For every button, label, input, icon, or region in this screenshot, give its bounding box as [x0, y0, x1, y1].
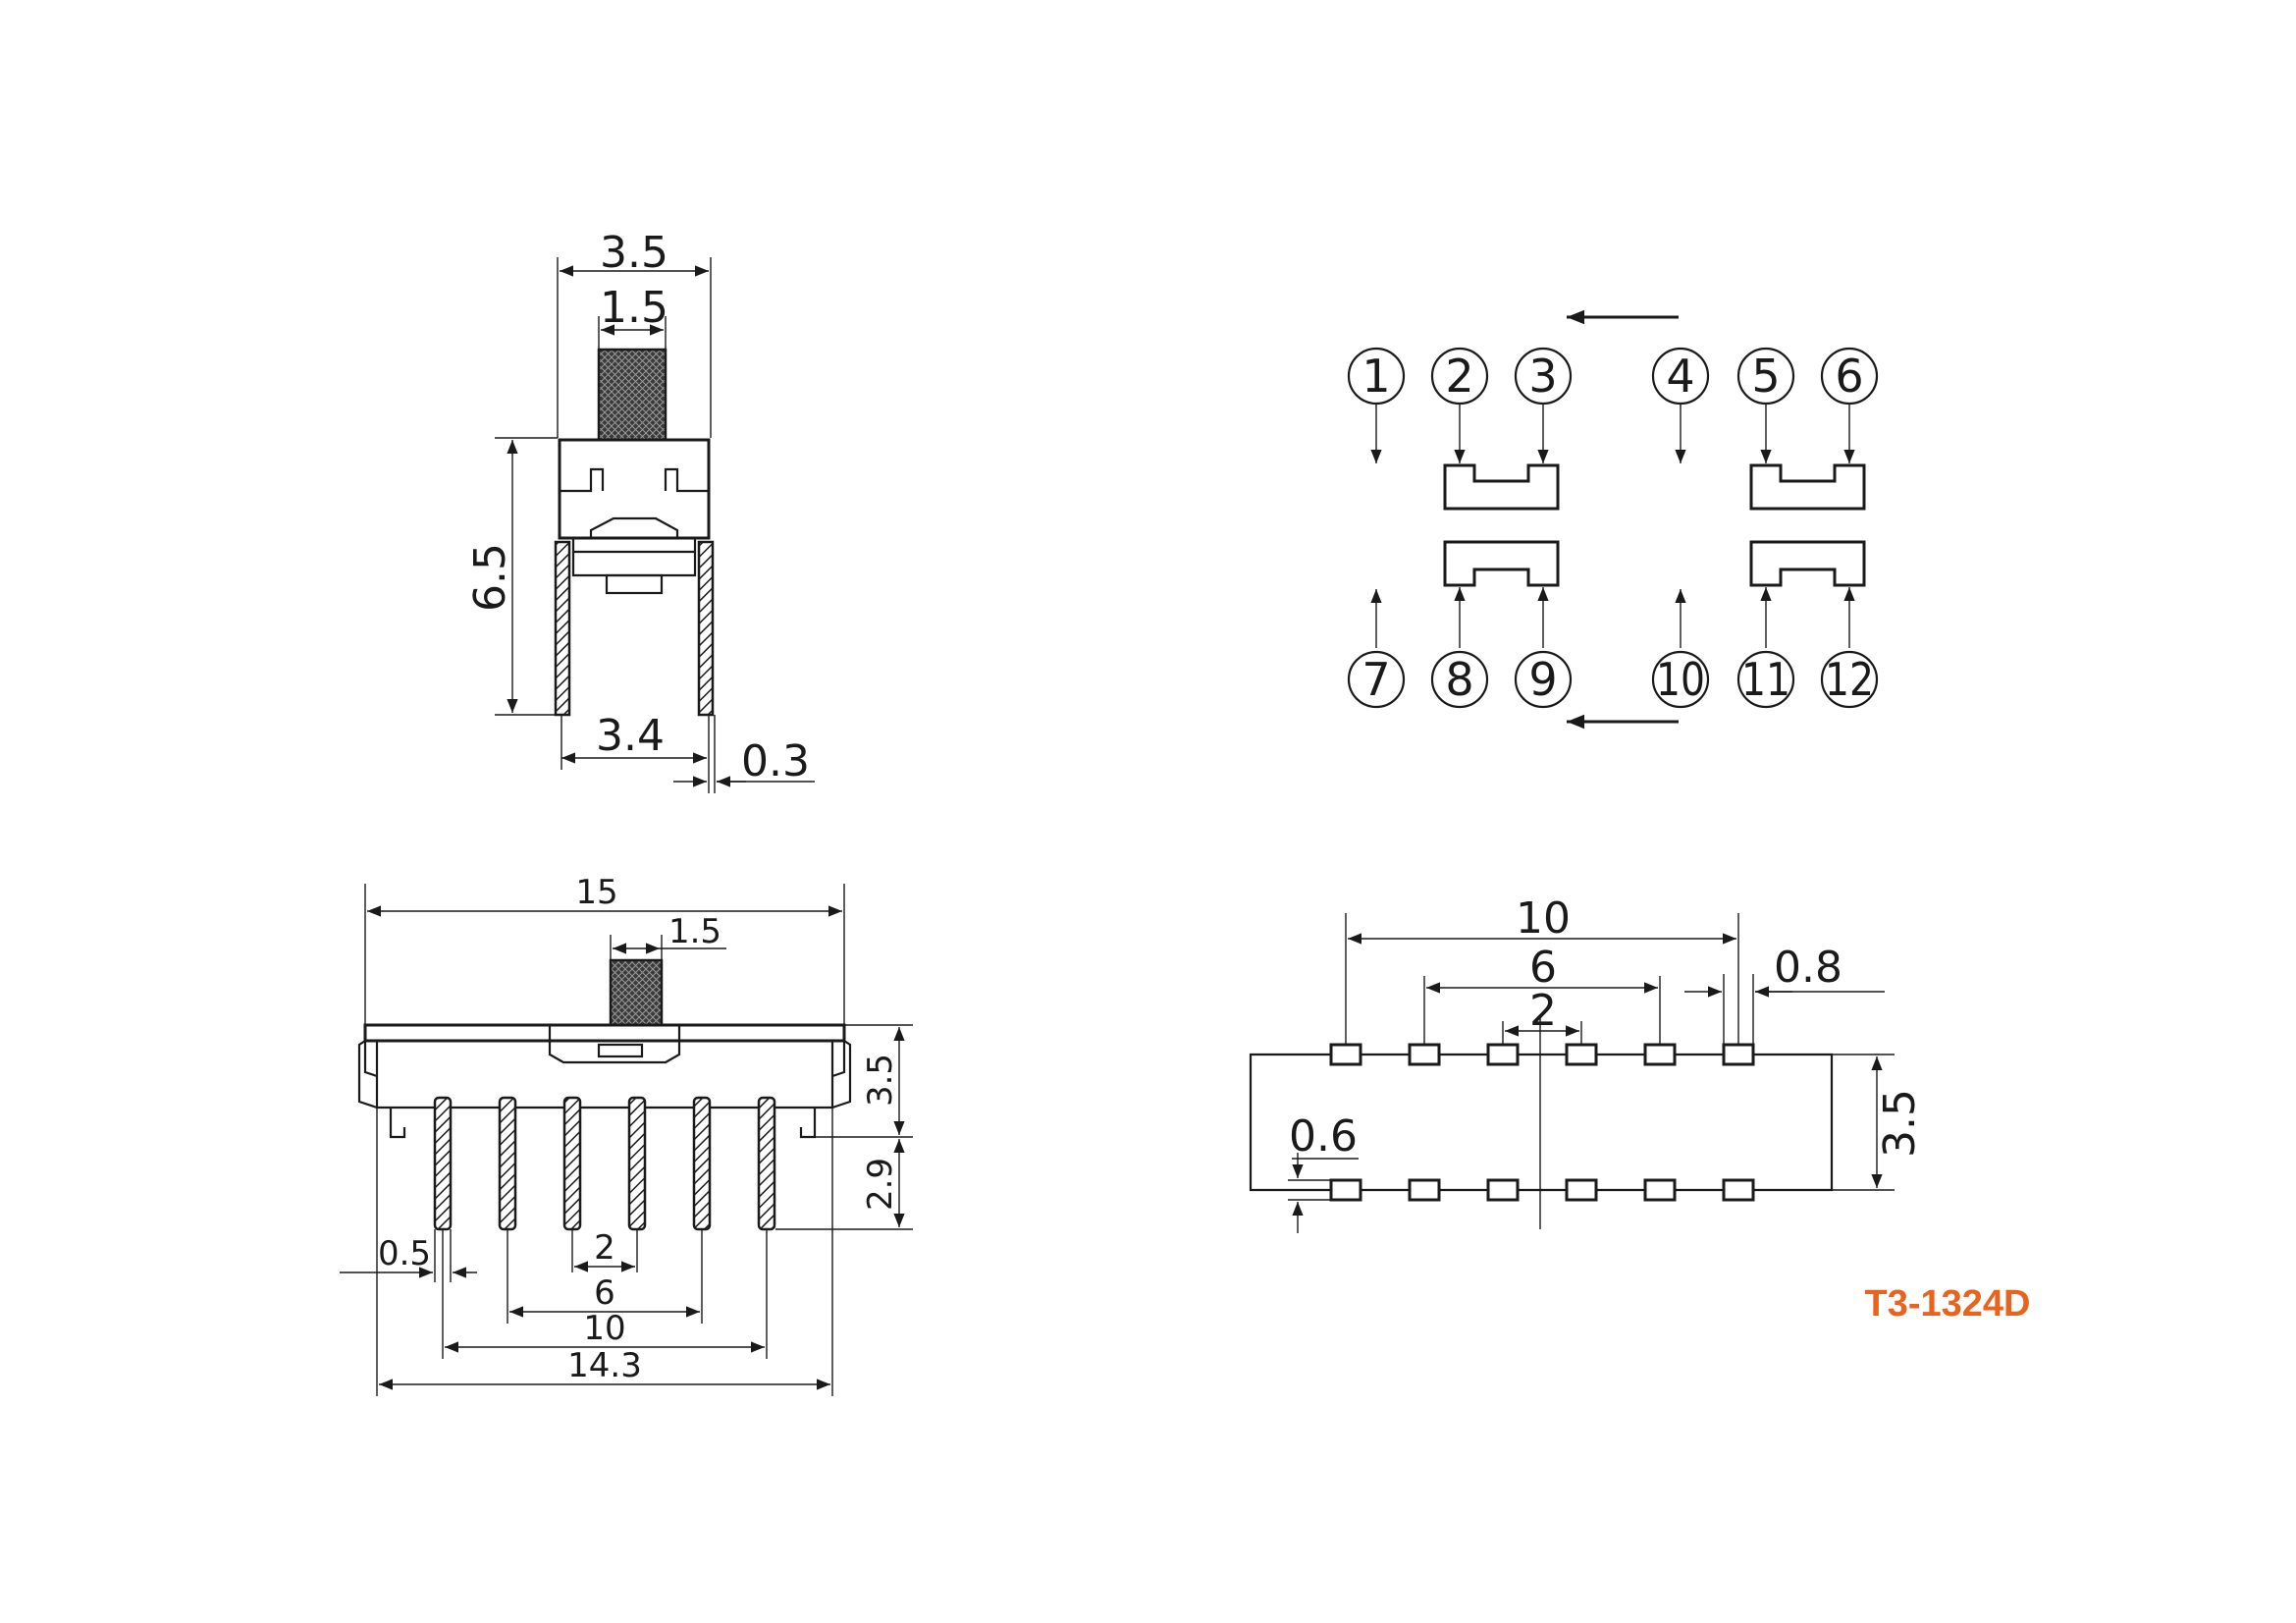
pin-circle-1 [1347, 347, 1406, 406]
front-pin-3 [562, 1096, 582, 1231]
dim-fp-pitch: 2 [1529, 986, 1557, 1036]
pad-top-4 [1565, 1043, 1598, 1066]
contact-bottom-a [1443, 540, 1560, 587]
pad-bottom-5 [1643, 1178, 1677, 1202]
pad-top-2 [1408, 1043, 1441, 1066]
pin-circle-10 [1651, 650, 1710, 709]
pin-label-10: 10 [1656, 653, 1705, 706]
pad-bottom-1 [1329, 1178, 1362, 1202]
pin-circle-7 [1347, 650, 1406, 709]
front-housing-top [363, 1023, 846, 1043]
pin-diagram: 1 2 3 4 5 6 7 8 9 10 11 [1347, 309, 1879, 730]
pin-circle-11 [1736, 650, 1795, 709]
dim-side-width: 3.5 [600, 228, 668, 278]
pin-label-3: 3 [1528, 350, 1557, 403]
dim-front-base-length: 14.3 [567, 1346, 642, 1385]
pad-top-1 [1329, 1043, 1362, 1066]
dim-fp-pad-width: 0.8 [1774, 943, 1842, 993]
dim-front-length: 15 [575, 873, 617, 912]
pin-circle-12 [1820, 650, 1879, 709]
dim-side-pin-spacing: 3.4 [596, 711, 665, 761]
pin-circle-8 [1430, 650, 1489, 709]
dim-side-pin-thickness: 0.3 [741, 736, 810, 786]
model-code: T3-1324D [1865, 1283, 2031, 1325]
front-pin-2 [498, 1096, 517, 1231]
side-leg-left [554, 540, 571, 717]
front-pin-4 [627, 1096, 647, 1231]
dim-front-pin-width: 0.5 [378, 1234, 431, 1273]
pin-label-4: 4 [1666, 350, 1694, 403]
pin-label-7: 7 [1362, 653, 1390, 706]
pad-top-3 [1486, 1043, 1520, 1066]
pin-circle-9 [1514, 650, 1573, 709]
pin-circle-5 [1736, 347, 1795, 406]
pin-circle-2 [1430, 347, 1489, 406]
front-pin-1 [433, 1096, 453, 1231]
pad-bottom-2 [1408, 1178, 1441, 1202]
pad-bottom-6 [1722, 1178, 1755, 1202]
side-view: 3.5 1.5 6.5 3.4 0.3 [465, 228, 815, 793]
dim-fp-span-inner: 6 [1529, 943, 1557, 993]
front-knob [609, 958, 664, 1027]
pin-circle-3 [1514, 347, 1573, 406]
pin-label-5: 5 [1751, 350, 1780, 403]
pin-label-11: 11 [1741, 653, 1790, 706]
dim-front-body-height: 3.5 [861, 1054, 900, 1107]
front-view: 15 1.5 3.5 2.9 0.5 2 6 10 [340, 873, 913, 1396]
side-knob [597, 348, 667, 442]
dim-fp-row-spacing: 3.5 [1875, 1089, 1925, 1158]
contact-bottom-b [1749, 540, 1866, 587]
dim-front-knob: 1.5 [668, 912, 721, 951]
dim-fp-span-outer: 10 [1516, 893, 1571, 944]
pin-label-1: 1 [1362, 350, 1390, 403]
pin-circle-4 [1651, 347, 1710, 406]
pad-bottom-4 [1565, 1178, 1598, 1202]
pin-circle-6 [1820, 347, 1879, 406]
pcb-footprint: 10 6 2 0.8 0.6 3.5 [1249, 893, 1925, 1233]
pad-bottom-3 [1486, 1178, 1520, 1202]
side-housing [558, 438, 711, 540]
front-pin-5 [692, 1096, 712, 1231]
side-leg-right [697, 540, 715, 717]
dim-fp-pad-height: 0.6 [1289, 1111, 1358, 1162]
pin-label-2: 2 [1445, 350, 1473, 403]
dim-front-span-outer: 10 [583, 1309, 625, 1348]
pad-top-6 [1722, 1043, 1755, 1066]
contact-top-b [1749, 463, 1866, 511]
pin-label-6: 6 [1835, 350, 1863, 403]
dim-front-pitch: 2 [594, 1228, 615, 1268]
pin-label-9: 9 [1528, 653, 1557, 706]
pad-top-5 [1643, 1043, 1677, 1066]
contact-top-a [1443, 463, 1560, 511]
dim-front-span-inner: 6 [594, 1273, 615, 1313]
dim-side-knob: 1.5 [600, 283, 668, 333]
pin-label-8: 8 [1445, 653, 1473, 706]
dim-side-height: 6.5 [465, 543, 515, 612]
front-pin-6 [757, 1096, 776, 1231]
pin-label-12: 12 [1825, 653, 1874, 706]
dim-front-pin-length: 2.9 [861, 1158, 900, 1211]
